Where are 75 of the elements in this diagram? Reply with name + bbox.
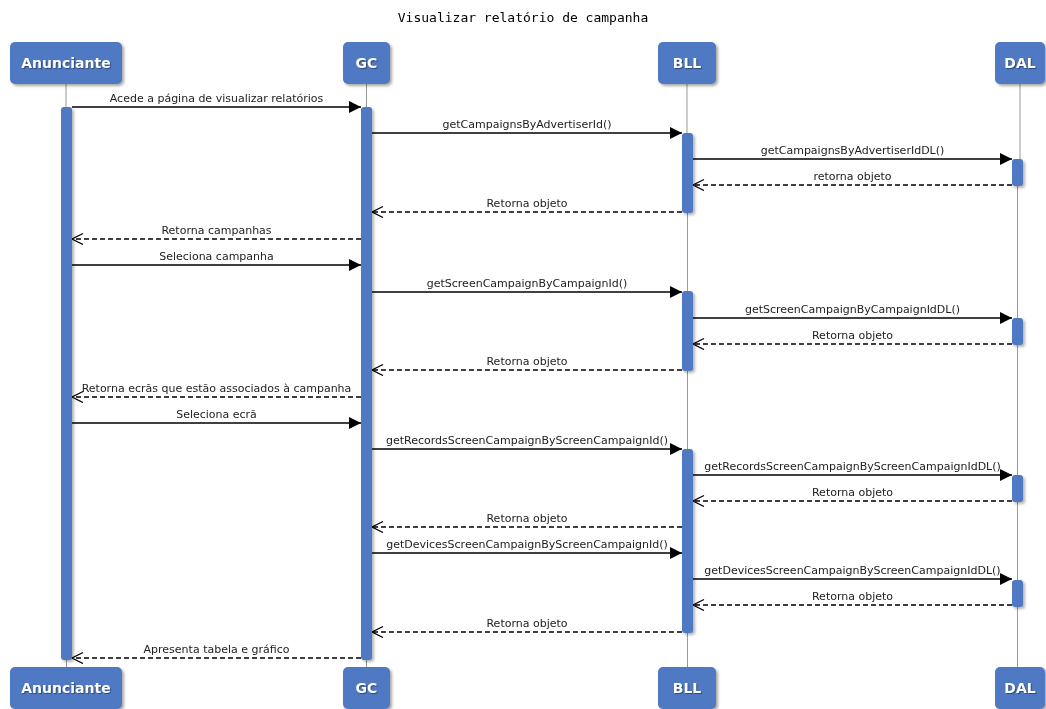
message-arrow bbox=[371, 127, 683, 139]
diagram-title: Visualizar relatório de campanha bbox=[396, 10, 650, 25]
return-arrow bbox=[71, 651, 362, 665]
message-label: Retorna objeto bbox=[486, 617, 568, 630]
message-label: Retorna objeto bbox=[486, 355, 568, 368]
activation-bar bbox=[682, 449, 693, 633]
message-arrow bbox=[371, 547, 683, 559]
activation-bar bbox=[682, 291, 693, 371]
message-label: getRecordsScreenCampaignByScreenCampaignId() bbox=[386, 434, 668, 447]
return-arrow bbox=[71, 390, 362, 404]
lifeline bbox=[1017, 185, 1018, 319]
message-label: Retorna objeto bbox=[486, 512, 568, 525]
lifeline bbox=[1017, 606, 1018, 668]
lifeline bbox=[1019, 83, 1021, 160]
message-label: Retorna objeto bbox=[811, 486, 894, 499]
participant-box: GC bbox=[343, 667, 390, 709]
lifeline bbox=[1017, 501, 1018, 581]
activation-bar bbox=[61, 107, 72, 660]
message-arrow bbox=[71, 417, 362, 429]
activation-bar bbox=[1012, 475, 1023, 502]
participant-box: BLL bbox=[658, 667, 716, 709]
message-label: getDevicesScreenCampaignByScreenCampaignId() bbox=[386, 538, 668, 551]
participant-box: Anunciante bbox=[10, 667, 122, 709]
return-arrow bbox=[692, 494, 1013, 508]
message-label: Retorna objeto bbox=[486, 197, 568, 210]
participant-box: DAL bbox=[995, 667, 1045, 709]
message-arrow bbox=[71, 101, 362, 113]
message-label: getRecordsScreenCampaignByScreenCampaignIdDL() bbox=[704, 460, 1001, 473]
activation-bar bbox=[1012, 159, 1023, 186]
message-arrow bbox=[371, 443, 683, 455]
message-label: Seleciona campanha bbox=[159, 250, 274, 263]
message-label: Retorna campanhas bbox=[161, 224, 272, 237]
return-arrow bbox=[692, 337, 1013, 351]
participant-box: DAL bbox=[995, 42, 1045, 84]
return-arrow bbox=[71, 232, 362, 246]
return-arrow bbox=[371, 205, 683, 219]
lifeline bbox=[65, 83, 67, 108]
participant-box: GC bbox=[343, 42, 390, 84]
message-label: Acede a página de visualizar relatórios bbox=[109, 92, 324, 105]
lifeline bbox=[1017, 344, 1018, 476]
message-arrow bbox=[71, 259, 362, 271]
lifeline bbox=[687, 370, 688, 450]
message-label: getDevicesScreenCampaignByScreenCampaignIdDL() bbox=[704, 564, 1001, 577]
activation-bar bbox=[682, 133, 693, 213]
message-label: Retorna objeto bbox=[811, 590, 894, 603]
message-arrow bbox=[692, 469, 1013, 481]
lifeline bbox=[66, 659, 67, 668]
message-label: retorna objeto bbox=[813, 170, 892, 183]
return-arrow bbox=[692, 178, 1013, 192]
return-arrow bbox=[371, 625, 683, 639]
activation-bar bbox=[1012, 580, 1023, 607]
message-label: getCampaignsByAdvertiserId() bbox=[442, 118, 612, 131]
lifeline bbox=[687, 632, 688, 668]
message-label: getScreenCampaignByCampaignIdDL() bbox=[744, 303, 961, 316]
message-arrow bbox=[371, 286, 683, 298]
participant-box: Anunciante bbox=[10, 42, 122, 84]
return-arrow bbox=[371, 363, 683, 377]
lifeline bbox=[686, 83, 688, 134]
message-label: Retorna ecrãs que estão associados à campanha bbox=[81, 382, 352, 395]
message-arrow bbox=[692, 573, 1013, 585]
message-label: Seleciona ecrã bbox=[176, 408, 257, 421]
message-label: getScreenCampaignByCampaignId() bbox=[426, 277, 628, 290]
lifeline bbox=[687, 212, 688, 292]
message-label: getCampaignsByAdvertiserIdDL() bbox=[760, 144, 945, 157]
message-arrow bbox=[692, 153, 1013, 165]
return-arrow bbox=[371, 520, 683, 534]
participant-box: BLL bbox=[658, 42, 716, 84]
return-arrow bbox=[692, 598, 1013, 612]
message-label: Retorna objeto bbox=[811, 329, 894, 342]
activation-bar bbox=[1012, 318, 1023, 345]
lifeline bbox=[366, 659, 367, 668]
message-label: Apresenta tabela e gráfico bbox=[143, 643, 290, 656]
lifeline bbox=[366, 83, 367, 108]
message-arrow bbox=[692, 312, 1013, 324]
activation-bar bbox=[361, 107, 372, 660]
